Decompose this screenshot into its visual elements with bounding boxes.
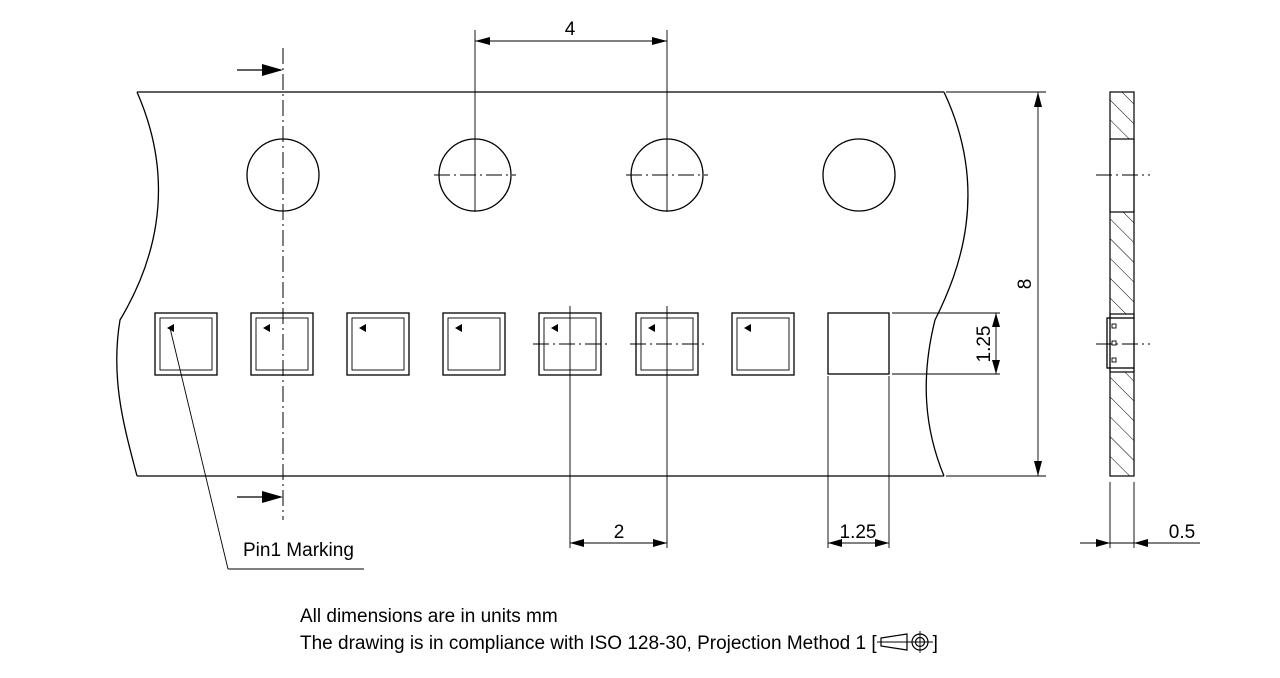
pin1-marker	[455, 324, 462, 332]
dim-component-pitch: 2	[569, 306, 668, 548]
sprocket-pitch-label: 4	[565, 19, 576, 40]
dim-component-height: 1.25	[892, 312, 1000, 375]
iso-note-suffix: ]	[932, 633, 938, 654]
tape-width-label: 8	[1015, 279, 1036, 290]
pin1-marker	[167, 324, 174, 332]
first-angle-projection-icon	[876, 631, 933, 653]
tape-thickness-label: 0.5	[1169, 522, 1195, 543]
pin1-marker	[263, 324, 270, 332]
pin1-leader: Pin1 Marking	[169, 327, 364, 570]
pocket-empty	[827, 312, 890, 375]
pin1-marker	[551, 324, 558, 332]
pin1-marker	[359, 324, 366, 332]
iso-note-text: The drawing is in compliance with ISO 12…	[300, 633, 877, 654]
component-height-label: 1.25	[974, 326, 995, 363]
component-pockets	[154, 312, 890, 376]
pocket	[250, 312, 314, 376]
tape-outline	[116, 91, 969, 477]
component-pitch-label: 2	[614, 522, 625, 543]
pocket	[442, 312, 506, 376]
sprocket-hole	[246, 138, 320, 212]
pin1-marker	[744, 324, 751, 332]
dim-sprocket-pitch: 4	[474, 19, 668, 139]
side-view	[1096, 91, 1150, 477]
component-width-label: 1.25	[840, 522, 877, 543]
dim-component-width: 1.25	[827, 376, 890, 548]
section-line	[237, 48, 284, 520]
pocket	[154, 312, 218, 376]
iso-note: The drawing is in compliance with ISO 12…	[300, 631, 938, 655]
sprocket-hole	[822, 138, 896, 212]
pin1-marker	[648, 324, 655, 332]
pin1-marking-label: Pin1 Marking	[243, 540, 354, 561]
dim-tape-thickness: 0.5	[1080, 482, 1200, 548]
pocket	[731, 312, 795, 376]
dim-tape-width: 8	[946, 91, 1046, 477]
pocket	[346, 312, 410, 376]
sprocket-holes	[246, 138, 896, 212]
units-note: All dimensions are in units mm	[300, 606, 558, 627]
